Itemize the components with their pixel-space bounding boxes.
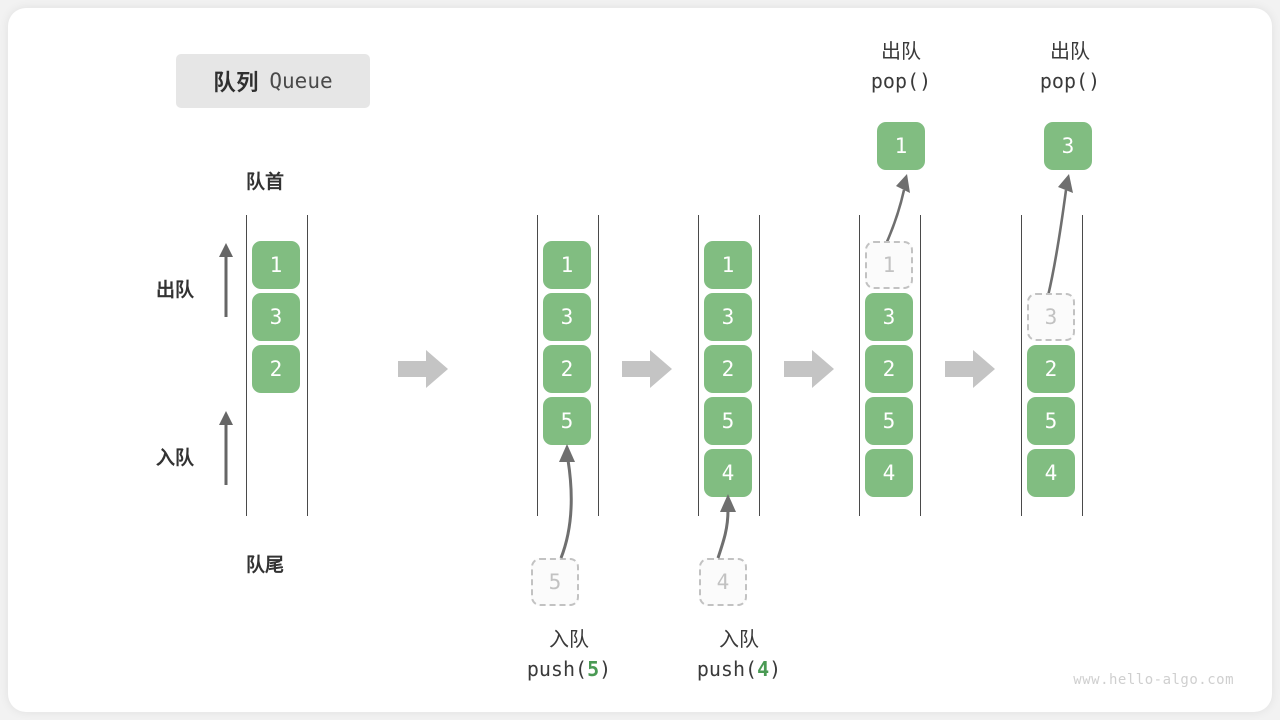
incoming-ghost-cell: 4 [699, 558, 747, 606]
queue-cell: 2 [252, 345, 300, 393]
push-4-label-cn: 入队 [719, 629, 759, 651]
queue-cell: 3 [704, 293, 752, 341]
popped-cell: 3 [1044, 122, 1092, 170]
pop-label-2: 出队 pop() [985, 38, 1155, 96]
queue-cell: 5 [543, 397, 591, 445]
step-transition-arrow [945, 350, 995, 388]
push-5-label-code: push(5) [526, 657, 612, 681]
pop-label-2-code: pop() [1039, 69, 1101, 93]
vacated-ghost-cell: 1 [865, 241, 913, 289]
push-5-label: 入队 push(5) [484, 626, 654, 684]
queue-cell: 4 [865, 449, 913, 497]
queue-rail-right-5 [1082, 215, 1083, 516]
queue-cell: 1 [543, 241, 591, 289]
label-dequeue: 出队 [156, 280, 195, 301]
queue-cell: 1 [704, 241, 752, 289]
queue-rail-right-2 [598, 215, 599, 516]
label-enqueue: 入队 [156, 448, 195, 469]
pop-label-1-code: pop() [870, 69, 932, 93]
queue-cell: 4 [704, 449, 752, 497]
queue-rail-left-1 [246, 215, 247, 516]
pop-motion-arrow [1046, 174, 1073, 297]
queue-rail-left-4 [859, 215, 860, 516]
queue-cell: 5 [1027, 397, 1075, 445]
watermark: www.hello-algo.com [1073, 672, 1234, 688]
title-badge: 队列 Queue [176, 54, 370, 108]
popped-cell: 1 [877, 122, 925, 170]
queue-cell: 5 [865, 397, 913, 445]
diagram-card: 队列 Queue 队首 队尾 出队 入队 1 3 2 1 3 [8, 8, 1272, 712]
push-4-label-code: push(4) [696, 657, 782, 681]
pop-motion-arrow [884, 174, 910, 245]
push-5-label-cn: 入队 [549, 629, 589, 651]
pop-label-2-cn: 出队 [1050, 41, 1090, 63]
push-4-label: 入队 push(4) [654, 626, 824, 684]
queue-cell: 2 [865, 345, 913, 393]
queue-rail-left-3 [698, 215, 699, 516]
title-english: Queue [269, 69, 333, 93]
pop-label-1-cn: 出队 [881, 41, 921, 63]
queue-cell: 2 [704, 345, 752, 393]
step-transition-arrow [398, 350, 448, 388]
queue-cell: 2 [543, 345, 591, 393]
pop-label-1: 出队 pop() [816, 38, 986, 96]
queue-cell: 2 [1027, 345, 1075, 393]
queue-cell: 5 [704, 397, 752, 445]
step-transition-arrow [622, 350, 672, 388]
step-transition-arrow [784, 350, 834, 388]
queue-cell: 1 [252, 241, 300, 289]
incoming-ghost-cell: 5 [531, 558, 579, 606]
push-motion-arrow [716, 494, 736, 559]
queue-rail-right-3 [759, 215, 760, 516]
label-queue-rear: 队尾 [246, 555, 285, 576]
enqueue-direction-arrow [219, 411, 233, 485]
queue-rail-left-5 [1021, 215, 1022, 516]
title-chinese: 队列 [213, 70, 260, 95]
queue-cell: 3 [865, 293, 913, 341]
label-queue-front: 队首 [246, 172, 285, 193]
queue-rail-right-1 [307, 215, 308, 516]
queue-cell: 4 [1027, 449, 1075, 497]
queue-cell: 3 [252, 293, 300, 341]
vacated-ghost-cell: 3 [1027, 293, 1075, 341]
queue-rail-left-2 [537, 215, 538, 516]
queue-cell: 3 [543, 293, 591, 341]
push-motion-arrow [559, 444, 575, 559]
dequeue-direction-arrow [219, 243, 233, 317]
queue-rail-right-4 [920, 215, 921, 516]
